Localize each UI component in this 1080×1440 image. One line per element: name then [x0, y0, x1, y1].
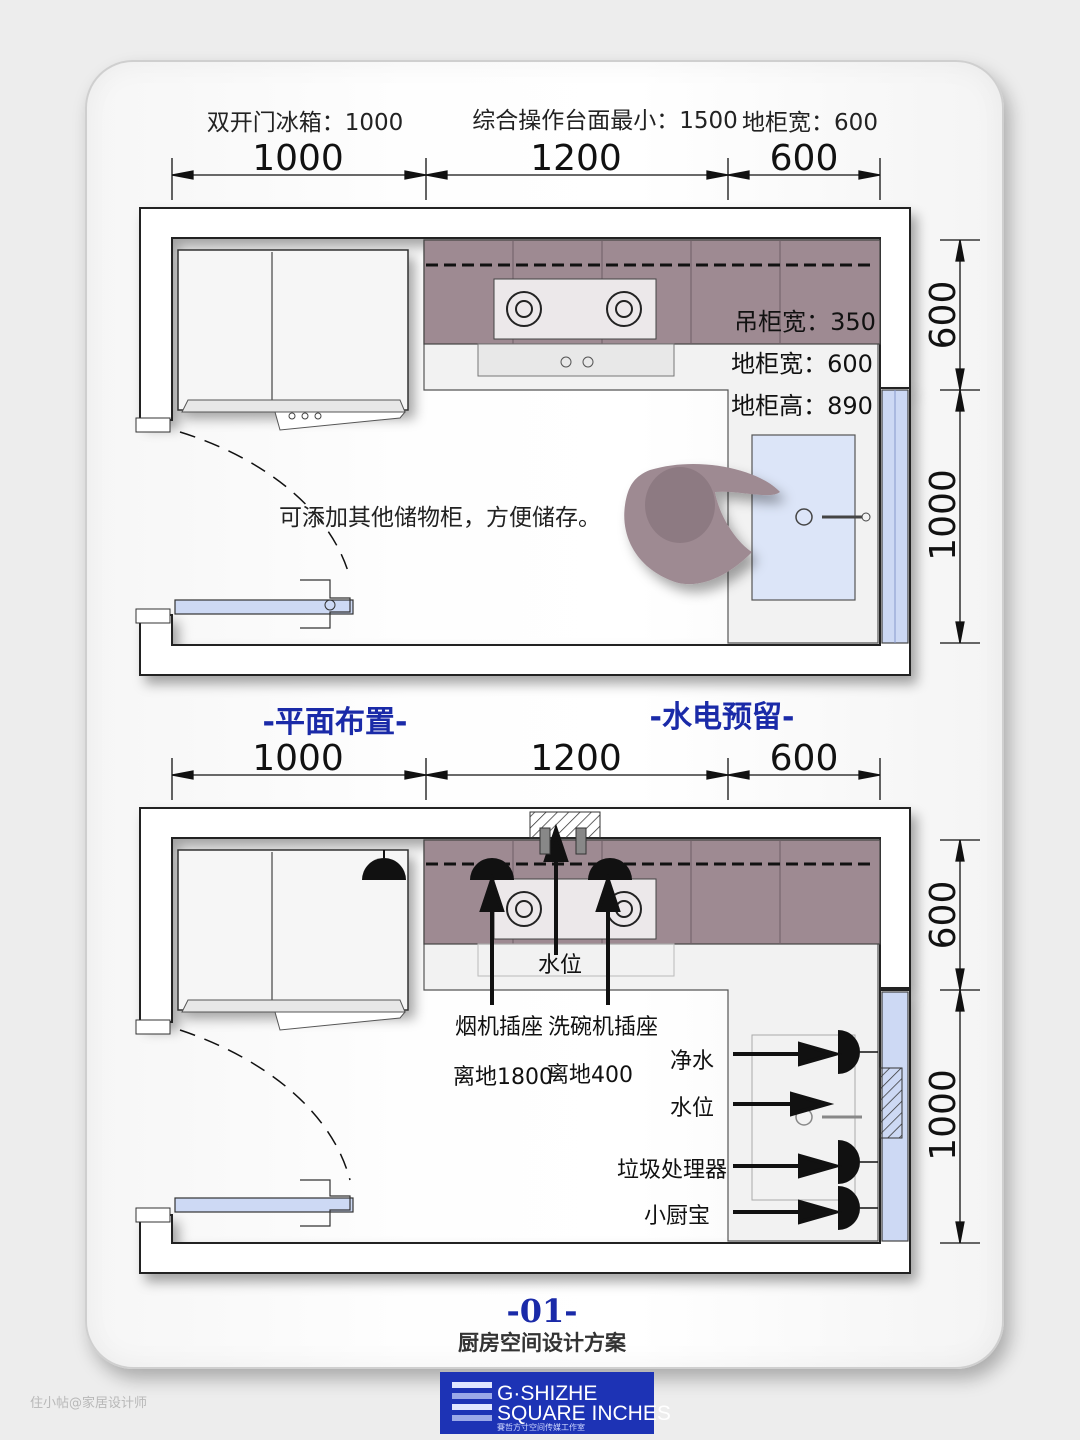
right-dimension-line2: [940, 839, 980, 1244]
watermark: 住小帖@家居设计师: [30, 1395, 147, 1411]
socket-icon: [838, 1140, 860, 1184]
storage-note: 可添加其他储物柜，方便储存。: [279, 505, 601, 531]
door-swing2: [135, 1019, 354, 1227]
wall2-bottom: [139, 989, 911, 1274]
top-dimension-line: [171, 158, 881, 200]
label-hood-socket: 烟机插座: [455, 1015, 543, 1040]
logo-line3: 賽哲方寸空间传媒工作室: [497, 1422, 585, 1432]
dim2-base: 600: [770, 738, 839, 779]
door-swing: [135, 417, 354, 629]
sink-pipe-hatch: [879, 1067, 903, 1139]
label-water-point: 水位: [670, 1096, 714, 1121]
label-purified-water: 净水: [670, 1049, 714, 1074]
label-disposer: 垃圾处理器: [617, 1158, 727, 1183]
socket-icon: [588, 858, 632, 880]
dim2-counter: 1200: [530, 738, 622, 779]
socket-icon: [362, 858, 406, 880]
dim2-fridge: 1000: [252, 738, 344, 779]
logo-line1: G·SHIZHE: [497, 1382, 597, 1405]
socket-icon: [470, 858, 514, 880]
bottom-plan: 1000 1200 600: [135, 738, 980, 1274]
dim-right-1000: 1000: [923, 469, 964, 561]
heading-layout: -平面布置-: [263, 705, 408, 740]
dim-right-600: 600: [923, 281, 964, 350]
brand-logo: G·SHIZHE SQUARE INCHES 賽哲方寸空间传媒工作室: [440, 1372, 671, 1434]
socket-symbols: [362, 850, 878, 1230]
countertop: [423, 239, 881, 644]
person-figure: [624, 463, 780, 585]
page-title: 厨房空间设计方案: [458, 1331, 627, 1355]
dim-base: 600: [770, 138, 839, 179]
countertop2: [423, 839, 881, 1242]
socket-icon: [838, 1186, 860, 1230]
label-mini-heater: 小厨宝: [644, 1204, 710, 1229]
spec-base-width: 地柜宽：600: [731, 350, 873, 378]
top-plan: 双开门冰箱：1000 综合操作台面最小：1500 地柜宽：600 1000 12…: [135, 108, 980, 676]
bottom-dimension-line: [171, 758, 881, 800]
label-dishwasher-socket: 洗碗机插座: [548, 1015, 658, 1040]
spec-wall-cabinet: 吊柜宽：350: [734, 308, 876, 336]
spec-base-height: 地柜高：890: [731, 392, 873, 420]
heading-utilities: -水电预留-: [650, 700, 795, 735]
cooktop: [493, 278, 657, 340]
fridge: [177, 249, 409, 431]
base-width-note: 地柜宽：600: [742, 110, 878, 136]
label-water: 水位: [538, 953, 582, 978]
dim2-right-1000: 1000: [923, 1069, 964, 1161]
counter-note: 综合操作台面最小：1500: [472, 108, 738, 134]
wall-bottom: [139, 387, 911, 676]
right-dimension-line: [940, 239, 980, 644]
arrows: [479, 823, 843, 1225]
page-number: -01-: [506, 1292, 577, 1330]
label-dishwasher-height: 离地400: [547, 1063, 633, 1088]
dim2-right-600: 600: [923, 881, 964, 950]
logo-line2: SQUARE INCHES: [497, 1402, 671, 1425]
socket-icon: [838, 1030, 860, 1074]
dim-counter: 1200: [530, 138, 622, 179]
dim-fridge: 1000: [252, 138, 344, 179]
label-hood-height: 离地1800: [453, 1065, 553, 1090]
fridge-note: 双开门冰箱：1000: [207, 110, 404, 136]
